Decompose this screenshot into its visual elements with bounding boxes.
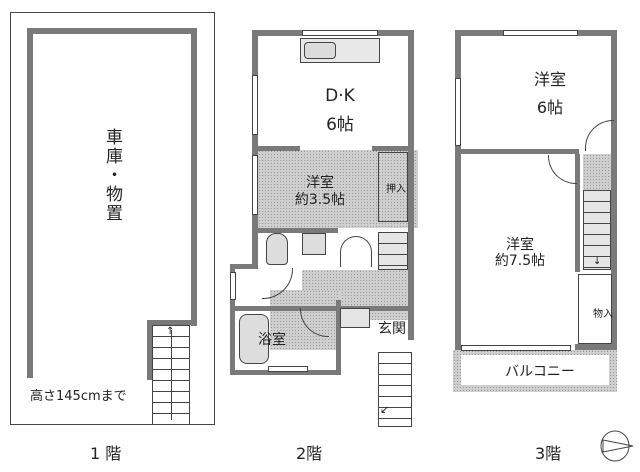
wall bbox=[455, 30, 461, 350]
room-label-western-6: 洋室 bbox=[533, 70, 566, 89]
staircase-down bbox=[583, 190, 611, 270]
room-size-western-3-5: 約3.5帖 bbox=[294, 192, 346, 208]
balcony-inner bbox=[461, 355, 609, 385]
compass-north-icon bbox=[600, 430, 634, 462]
room-label-entrance: 玄関 bbox=[378, 321, 406, 337]
wall bbox=[258, 146, 300, 151]
wall bbox=[575, 154, 580, 272]
stair-arrow-line bbox=[171, 330, 172, 420]
wall bbox=[230, 264, 235, 374]
floor-label-2: 2階 bbox=[296, 444, 323, 463]
wall bbox=[230, 370, 340, 375]
window bbox=[230, 272, 236, 300]
wall bbox=[461, 149, 579, 154]
room-label-dk: D·K bbox=[325, 86, 355, 106]
wall bbox=[230, 264, 258, 269]
door-swing bbox=[340, 236, 372, 267]
wall bbox=[147, 320, 152, 380]
storage bbox=[578, 274, 612, 344]
room-size-western-7-5: 約7.5帖 bbox=[494, 253, 546, 269]
external-staircase bbox=[378, 352, 412, 427]
wall bbox=[408, 30, 414, 340]
room-label-storage: 物入 bbox=[593, 309, 613, 320]
wall bbox=[336, 300, 341, 375]
floor-label-1: 1 階 bbox=[90, 444, 122, 463]
wall bbox=[611, 30, 617, 350]
room-label-balcony: バルコニー bbox=[505, 364, 575, 380]
door-swing bbox=[548, 155, 577, 184]
window bbox=[268, 366, 308, 372]
window bbox=[503, 30, 578, 36]
wall bbox=[258, 228, 338, 233]
wall bbox=[27, 28, 33, 378]
window bbox=[302, 30, 378, 36]
room-label-western-7-5: 洋室 bbox=[506, 237, 534, 253]
window bbox=[455, 78, 461, 146]
room-label-garage: 車庫・物置 bbox=[102, 128, 122, 223]
shoe-cabinet bbox=[340, 308, 370, 328]
toilet-icon bbox=[266, 233, 288, 265]
wall bbox=[336, 306, 411, 311]
lot-boundary bbox=[10, 12, 215, 425]
wall bbox=[230, 306, 340, 311]
staircase-up bbox=[378, 232, 408, 270]
washbasin-icon bbox=[302, 233, 326, 255]
kitchen-sink-icon bbox=[304, 42, 336, 59]
wall bbox=[27, 28, 197, 34]
arrow-up-icon: ↑ bbox=[166, 326, 175, 337]
wall bbox=[252, 30, 258, 268]
door-swing bbox=[585, 120, 614, 151]
height-note: 高さ145cmまで bbox=[30, 389, 127, 404]
room-label-bath: 浴室 bbox=[258, 332, 286, 348]
wall bbox=[372, 146, 412, 151]
arrow-down-icon: ↓ bbox=[593, 256, 602, 267]
room-label-western-3-5: 洋室 bbox=[306, 175, 334, 191]
arrow-left-icon: ↙ bbox=[380, 403, 390, 416]
room-label-closet: 押入 bbox=[386, 184, 406, 195]
room-size-dk: 6帖 bbox=[326, 115, 354, 135]
wall bbox=[147, 320, 197, 325]
room-size-western-6: 6帖 bbox=[536, 98, 564, 117]
stair-landing bbox=[583, 154, 611, 190]
window bbox=[252, 75, 258, 135]
closet bbox=[378, 152, 408, 222]
wall bbox=[575, 344, 615, 350]
window bbox=[252, 155, 258, 215]
floor-hatch-western-room bbox=[258, 150, 418, 228]
floor-label-3: 3階 bbox=[535, 444, 562, 463]
wall bbox=[191, 28, 197, 326]
balcony-sliding-window bbox=[461, 345, 571, 351]
bathtub-icon bbox=[239, 314, 269, 364]
